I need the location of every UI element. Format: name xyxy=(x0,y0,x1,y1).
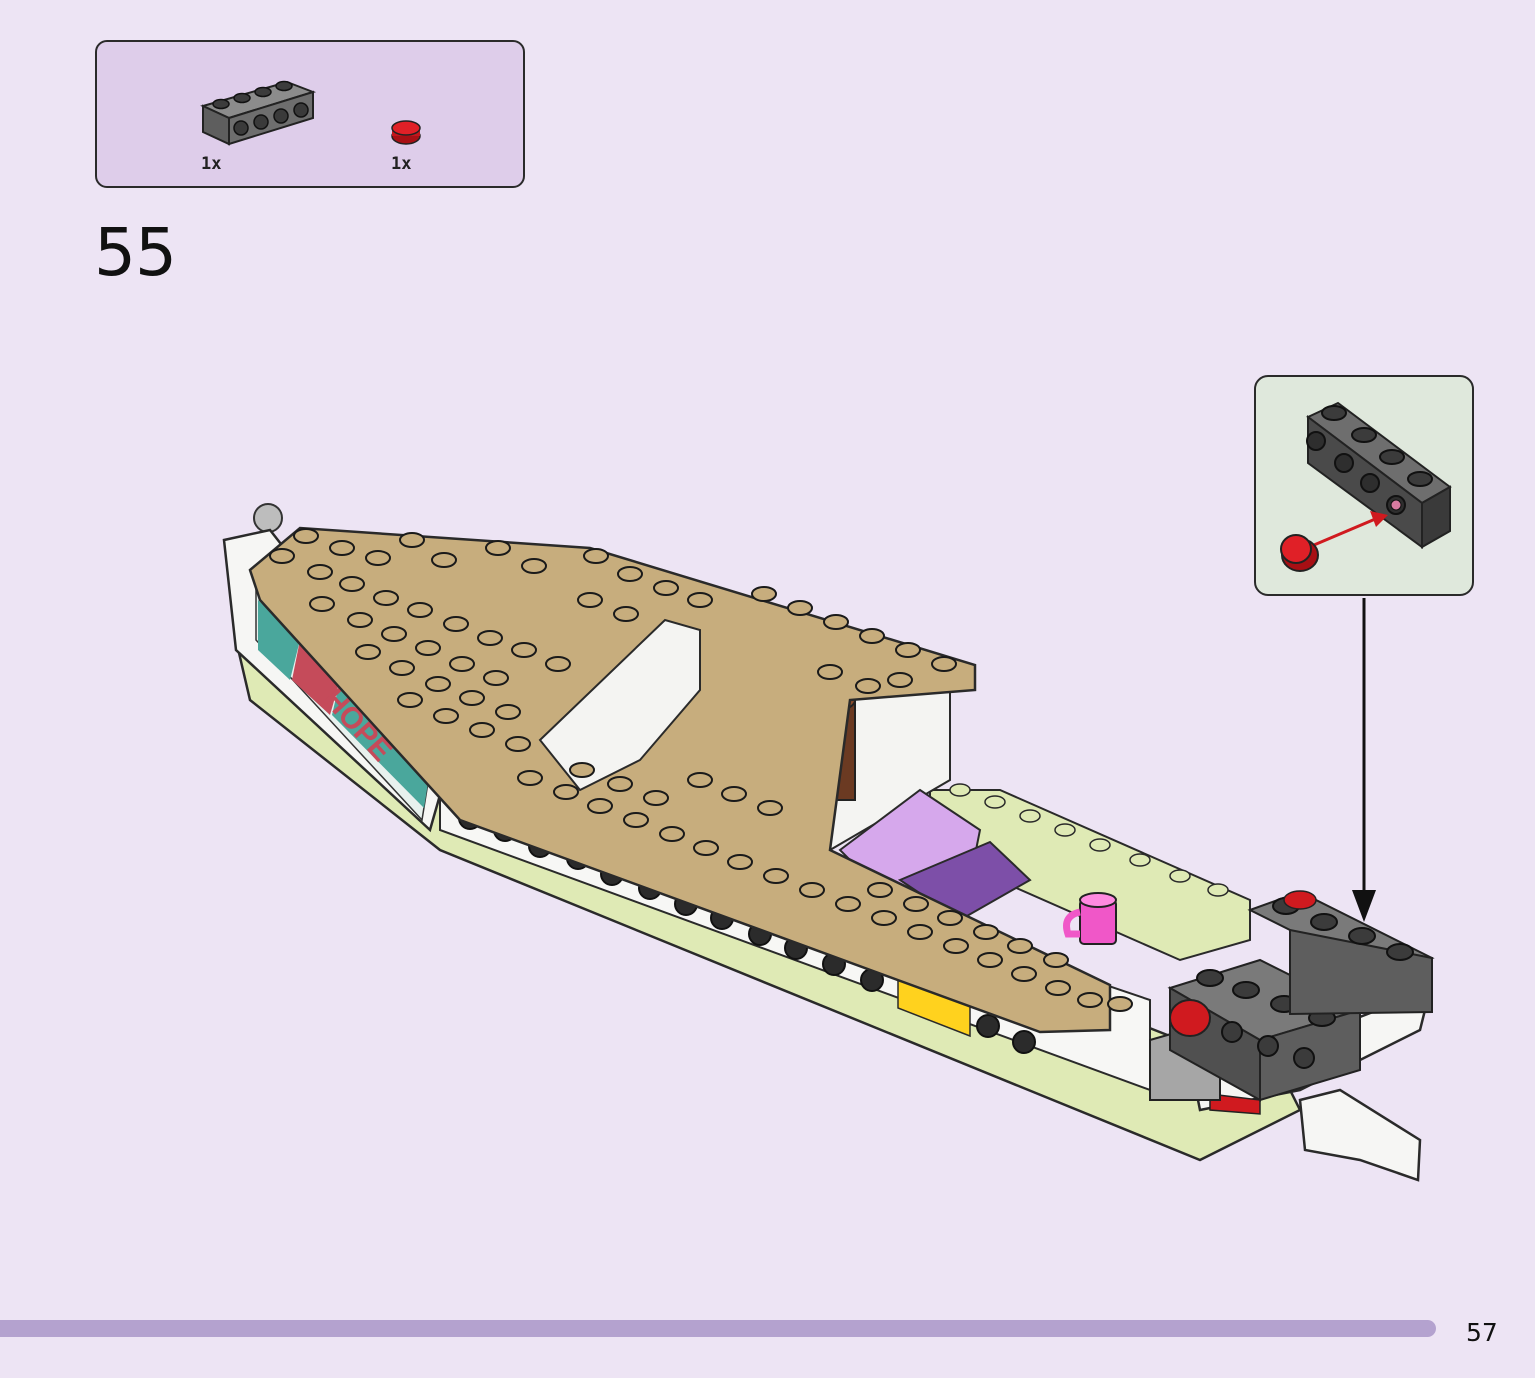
red-round-tile-installed xyxy=(1169,999,1211,1037)
callout-illustration xyxy=(1280,401,1452,572)
pink-mug xyxy=(1063,892,1117,945)
step-number: 55 xyxy=(94,214,177,291)
sub-assembly-callout xyxy=(1254,375,1474,596)
dark-gray-stern-brick-lower xyxy=(1167,958,1363,1102)
deck-studs xyxy=(269,528,1133,1012)
red-stern-tile xyxy=(1209,1093,1261,1115)
brick-part-count: 1x xyxy=(201,154,222,174)
round-tile-part-image xyxy=(391,120,421,145)
callout-red-round-tile xyxy=(1280,534,1319,572)
cabin-window-opening xyxy=(538,618,701,792)
footer-progress-bar xyxy=(0,1320,1436,1337)
rear-deck-studs xyxy=(949,783,1229,897)
round-tile-part-count: 1x xyxy=(391,154,412,174)
callout-arrow xyxy=(1352,598,1376,922)
tan-deck-roof xyxy=(248,526,1112,1034)
dark-gray-stern-brick-new xyxy=(1247,890,1435,1016)
brick-1x4-side-studs-part-image xyxy=(200,80,317,146)
parts-list-box: 1x 1x xyxy=(95,40,525,188)
page-number: 57 xyxy=(1466,1318,1498,1347)
